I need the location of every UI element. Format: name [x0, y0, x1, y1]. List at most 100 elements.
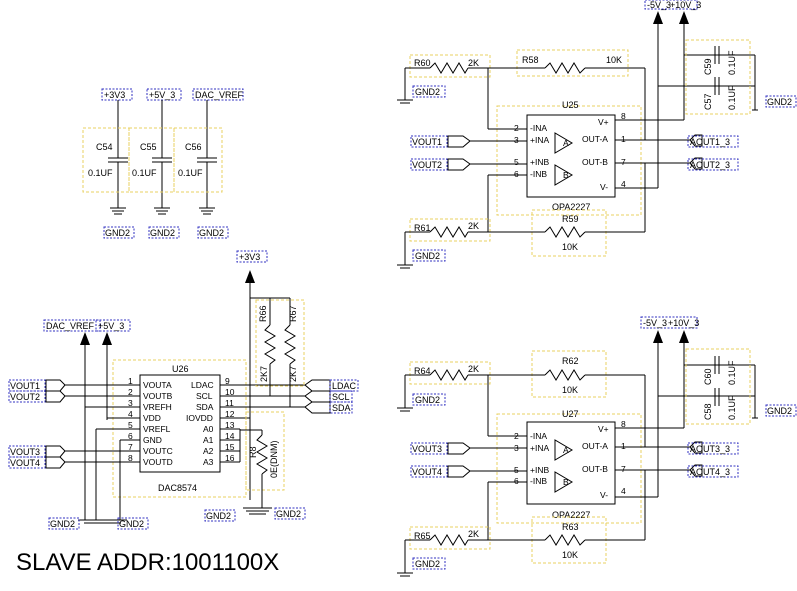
r63-ref: R63: [562, 522, 579, 532]
r59-value: 10K: [562, 242, 578, 252]
dac-pin-name-15: A2: [203, 446, 214, 456]
dac-right-pins: 9 LDAC 10 SCL 11 SDA 12 IOVDD 13 A0 14 A…: [186, 376, 305, 467]
u25-pin-num-8: 8: [621, 111, 626, 121]
dac-pin-name-5: VREFL: [143, 424, 171, 434]
u25-pin-num-6: 6: [514, 169, 519, 179]
u27-supply-neg: -5V_3: [643, 318, 667, 328]
u27-pin-name-2: -INA: [530, 431, 547, 441]
net-vout1-dac: VOUT1: [10, 381, 40, 391]
dac-pin-num-13: 13: [225, 420, 235, 430]
u25-output-b: AOUT2_3: [690, 160, 730, 170]
c57-ref: C57: [703, 93, 713, 110]
gnd-label-dac-4: GND2: [276, 509, 301, 519]
gnd-label-c56: GND2: [199, 228, 224, 238]
u25-pin-name-7: OUT-B: [582, 157, 608, 167]
c60-ref: C60: [703, 368, 713, 385]
u25-pin-num-7: 7: [621, 157, 626, 167]
dac-pin-num-15: 15: [225, 442, 235, 452]
dac-pin-name-14: A1: [203, 435, 214, 445]
u27-pin-num-4: 4: [621, 486, 626, 496]
u27-pin-name-1: OUT-A: [582, 441, 608, 451]
dac-pin-num-6: 6: [128, 431, 133, 441]
dac-pin-num-4: 4: [128, 409, 133, 419]
gnd-label-r60: GND2: [415, 87, 440, 97]
r62-ref: R62: [562, 356, 579, 366]
dac-pin-num-16: 16: [225, 453, 235, 463]
u25-pin-name-6: -INB: [530, 169, 547, 179]
dac-grounds: GND2 GND2 GND2 GND2: [48, 507, 306, 530]
dac-pin-num-1: 1: [128, 376, 133, 386]
c55-ref: C55: [140, 142, 157, 152]
c59-value: 0.1UF: [727, 50, 737, 75]
c58-ref: C58: [703, 403, 713, 420]
net-label-3v3-top: +3V3: [104, 90, 125, 100]
dac-pin-name-9: LDAC: [191, 380, 214, 390]
r61-ref: R61: [414, 223, 431, 233]
dac-pin-num-8: 8: [128, 453, 133, 463]
u27-pin-name-6: -INB: [530, 476, 547, 486]
u27-supply-pos: +10V_3: [668, 318, 699, 328]
dac-pin-name-11: SDA: [196, 402, 214, 412]
net-label-dac-vref: DAC_VREF: [46, 321, 95, 331]
u25-pin-num-2: 2: [514, 123, 519, 133]
u25-pin-name-2: -INA: [530, 123, 547, 133]
c55-value: 0.1UF: [132, 168, 157, 178]
r60-ref: R60: [414, 58, 431, 68]
dac-pin-num-2: 2: [128, 387, 133, 397]
r62-value: 10K: [562, 385, 578, 395]
u25-pin-name-1: OUT-A: [582, 134, 608, 144]
u25-output-a: AOUT1_3: [690, 137, 730, 147]
dac-pin-name-4: VDD: [143, 413, 161, 423]
gnd-label-u27-caps: GND2: [767, 406, 792, 416]
gnd-label-dac-1: GND2: [50, 519, 75, 529]
u27-pin-num-7: 7: [621, 464, 626, 474]
gnd-label-c55: GND2: [150, 228, 175, 238]
dac-pin-name-13: A0: [203, 424, 214, 434]
u27-pin-num-5: 5: [514, 465, 519, 475]
dac-left-pins: 1 VOUTA 2 VOUTB 3 VREFH 4 VDD 5 VREFL 6 …: [65, 376, 173, 520]
r66-value: 2K7: [259, 366, 269, 382]
c59-ref: C59: [703, 58, 713, 75]
u25-supply-pos: +10V_3: [670, 0, 701, 10]
u27-pin-name-4: V-: [600, 490, 608, 500]
dac-pin-name-8: VOUTD: [143, 457, 173, 467]
r61-value: 2K: [468, 221, 479, 231]
net-label-5v-top: +5V_3: [149, 90, 175, 100]
u25-supply-neg: -5V_3: [647, 0, 671, 10]
dac-pin-name-1: VOUTA: [143, 380, 172, 390]
u25-section-b: B: [563, 170, 569, 180]
gnd-label-dac-3: GND2: [206, 511, 231, 521]
dac-pin-num-5: 5: [128, 420, 133, 430]
c54-value: 0.1UF: [88, 168, 113, 178]
net-scl: SCL: [332, 392, 350, 402]
net-sda: SDA: [332, 403, 351, 413]
u27-input-b: VOUT4: [412, 467, 442, 477]
u27-pin-num-3: 3: [514, 443, 519, 453]
u25-ref: U25: [562, 100, 579, 110]
dac-pin-num-7: 7: [128, 442, 133, 452]
c60-value: 0.1UF: [727, 360, 737, 385]
dac-pin-num-11: 11: [225, 398, 234, 408]
u25-pin-num-5: 5: [514, 157, 519, 167]
u25-part: OPA2227: [552, 202, 590, 212]
dac-pin-name-12: IOVDD: [186, 413, 213, 423]
u27-pin-num-2: 2: [514, 431, 519, 441]
gnd-label-r65: GND2: [415, 559, 440, 569]
c56-ref: C56: [185, 142, 202, 152]
dac-pin-name-6: GND: [143, 435, 162, 445]
r63-value: 10K: [562, 550, 578, 560]
u27-ref: U27: [562, 409, 579, 419]
r65-ref: R65: [414, 531, 431, 541]
r8-resistor: R8 0E(DNM): [245, 411, 285, 508]
gnd-label-r61: GND2: [415, 251, 440, 261]
net-label-3v3-dac: +3V3: [239, 252, 260, 262]
dac-pin-num-10: 10: [225, 387, 235, 397]
r8-ref: R8: [248, 446, 258, 458]
c56-value: 0.1UF: [178, 168, 203, 178]
u27-pin-name-8: V+: [598, 424, 609, 434]
dac-pin-num-14: 14: [225, 431, 235, 441]
net-ldac: LDAC: [332, 381, 357, 391]
gnd-label-u25-caps: GND2: [767, 97, 792, 107]
net-label-5v-dac: +5V_3: [98, 321, 124, 331]
